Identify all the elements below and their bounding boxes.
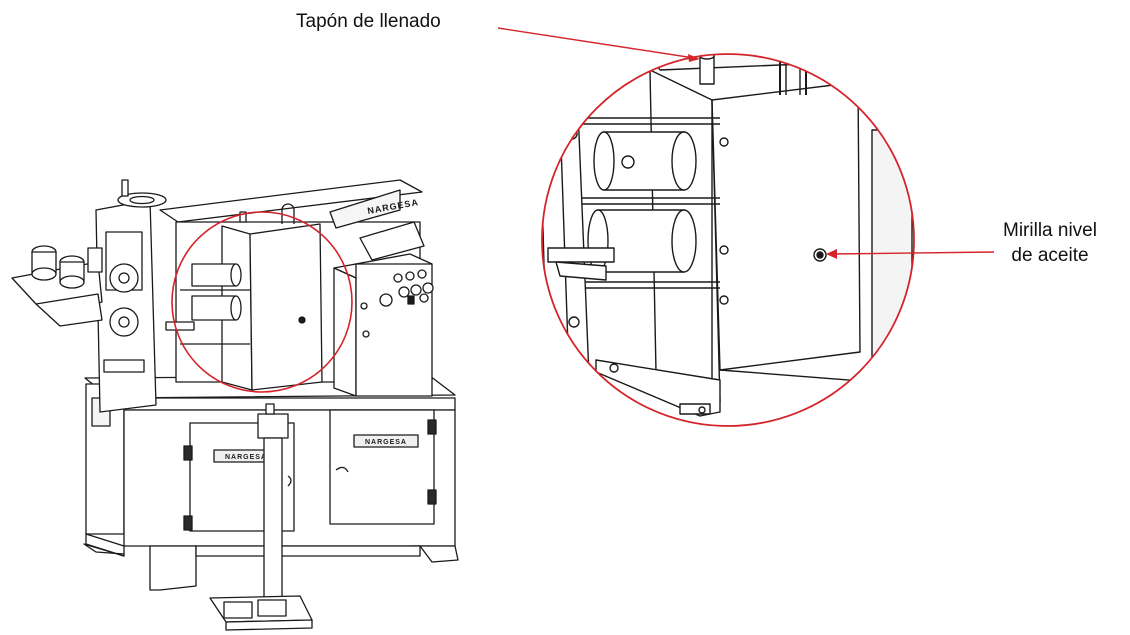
- zoom-highlight-circle: [541, 53, 915, 427]
- fill-cap-leader: [497, 27, 700, 62]
- zoom-detail: [542, 54, 914, 426]
- arrowhead-icon: [826, 249, 837, 259]
- oil-sight-leader: [826, 249, 995, 259]
- right-door-brand-plate: NARGESA: [365, 439, 407, 446]
- arrowhead-icon: [688, 54, 700, 62]
- gearbox-small: [165, 203, 323, 391]
- foot-pedal: [209, 403, 313, 631]
- left-door-brand-plate: NARGESA: [225, 454, 267, 461]
- oil-sight-label: Mirilla nivel de aceite: [1003, 218, 1097, 268]
- roller-head: [11, 179, 167, 413]
- right-door: NARGESA: [329, 409, 437, 525]
- oil-sight-label-line2: de aceite: [1011, 245, 1089, 266]
- main-machine: NARGESA NARGESA NARGESA: [11, 179, 459, 631]
- fill-cap: [699, 55, 715, 85]
- small-highlight-circle: [171, 211, 353, 393]
- control-box: [333, 221, 434, 397]
- oil-sight-label-line1: Mirilla nivel: [1003, 220, 1097, 241]
- fill-cap-label: Tapón de llenado: [296, 11, 441, 32]
